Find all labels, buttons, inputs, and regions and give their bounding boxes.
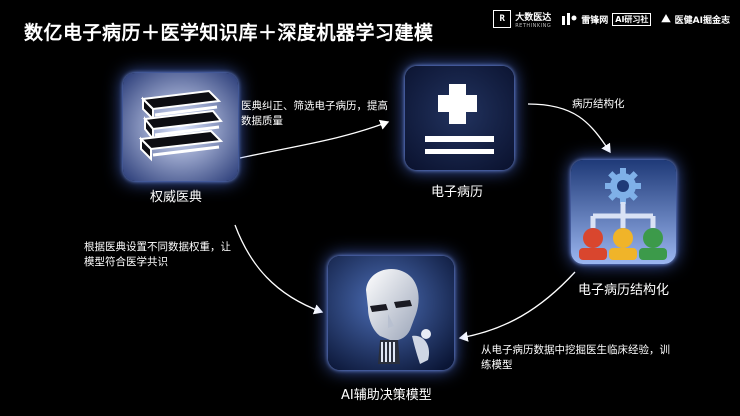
page-title: 数亿电子病历＋医学知识库＋深度机器学习建模	[24, 22, 434, 44]
arrow-dict-to-ai	[234, 224, 324, 315]
node-ai-tile	[328, 256, 454, 370]
node-ai-label: AI辅助决策模型	[341, 388, 432, 403]
node-emr-tile	[405, 66, 514, 170]
arrow-emr-to-structured	[527, 103, 611, 154]
edge-label-dict-to-emr: 医典纠正、筛选电子病历，提高数据质量	[241, 100, 388, 127]
dashu-logo-name: 大数医达	[515, 12, 552, 23]
node-emr-label: 电子病历	[431, 185, 484, 200]
edge-label-dict-to-ai: 根据医典设置不同数据权重，让模型符合医学共识	[84, 241, 231, 268]
edge-label-structured-to-ai: 从电子病历数据中挖掘医生临床经验，训练模型	[481, 344, 670, 371]
leifeng-logo-name: 雷锋网	[581, 15, 609, 26]
gear-org-chart-icon	[571, 160, 676, 264]
dashu-logo-sub: RETHINKING	[515, 22, 552, 29]
node-structured-label: 电子病历结构化	[578, 283, 670, 298]
leifeng-logo-tag: AI研习社	[612, 12, 652, 26]
medical-plus-icon	[405, 66, 514, 170]
arrow-dict-to-emr	[239, 119, 390, 159]
dashu-logo: R 大数医达 RETHINKING	[493, 10, 551, 29]
logo-bar: R 大数医达 RETHINKING 雷锋网 AI研习社 ⛰ 医健AI掘金志	[493, 8, 730, 30]
leifeng-mark-icon	[562, 13, 577, 25]
edge-label-emr-to-structured: 病历结构化	[572, 98, 625, 110]
node-dictionary-tile	[123, 73, 238, 181]
ai-robot-icon	[328, 256, 454, 370]
dashu-logo-mark: R	[493, 10, 512, 28]
node-dictionary-label: 权威医典	[150, 190, 203, 205]
yiliao-logo: ⛰ 医健AI掘金志	[661, 12, 730, 26]
node-structured-tile	[571, 160, 676, 264]
arrow-structured-to-ai	[458, 271, 576, 342]
books-icon	[123, 73, 238, 181]
leifeng-logo: 雷锋网 AI研习社	[561, 12, 652, 26]
yiliao-logo-name: 医健AI掘金志	[674, 15, 730, 26]
yiliao-mark-icon: ⛰	[661, 12, 671, 25]
